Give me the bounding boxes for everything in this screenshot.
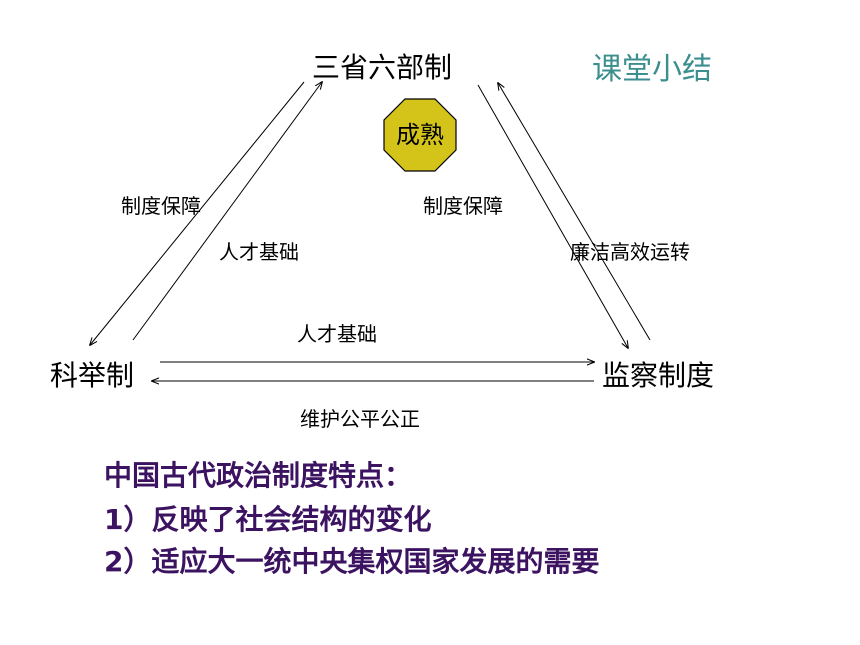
octagon-shape [383, 98, 457, 172]
edge-label-bottom-bottom: 维护公平公正 [300, 407, 420, 431]
summary-heading: 中国古代政治制度特点： [104, 459, 413, 492]
edge-label-left-inner: 人才基础 [219, 240, 299, 264]
arrow-right-to-top [498, 83, 651, 341]
arrow-top-to-left [90, 81, 305, 345]
summary-point-2: 2）适应大一统中央集权国家发展的需要 [104, 545, 600, 578]
arrow-top-to-right [477, 84, 628, 348]
maturity-badge-label: 成熟 [396, 121, 444, 149]
slide-title: 课堂小结 [592, 52, 712, 87]
edge-label-right-inner: 制度保障 [423, 194, 503, 218]
node-top: 三省六部制 [312, 51, 453, 84]
edge-label-left-outer: 制度保障 [121, 194, 201, 218]
arrow-left-to-top [132, 82, 322, 341]
edge-label-right-outer: 廉洁高效运转 [570, 240, 690, 264]
edge-label-bottom-top: 人才基础 [297, 322, 377, 346]
node-right: 监察制度 [602, 359, 715, 392]
summary-point-1: 1）反映了社会结构的变化 [104, 503, 432, 536]
node-left: 科举制 [50, 359, 135, 392]
maturity-badge: 成熟 [383, 98, 457, 172]
